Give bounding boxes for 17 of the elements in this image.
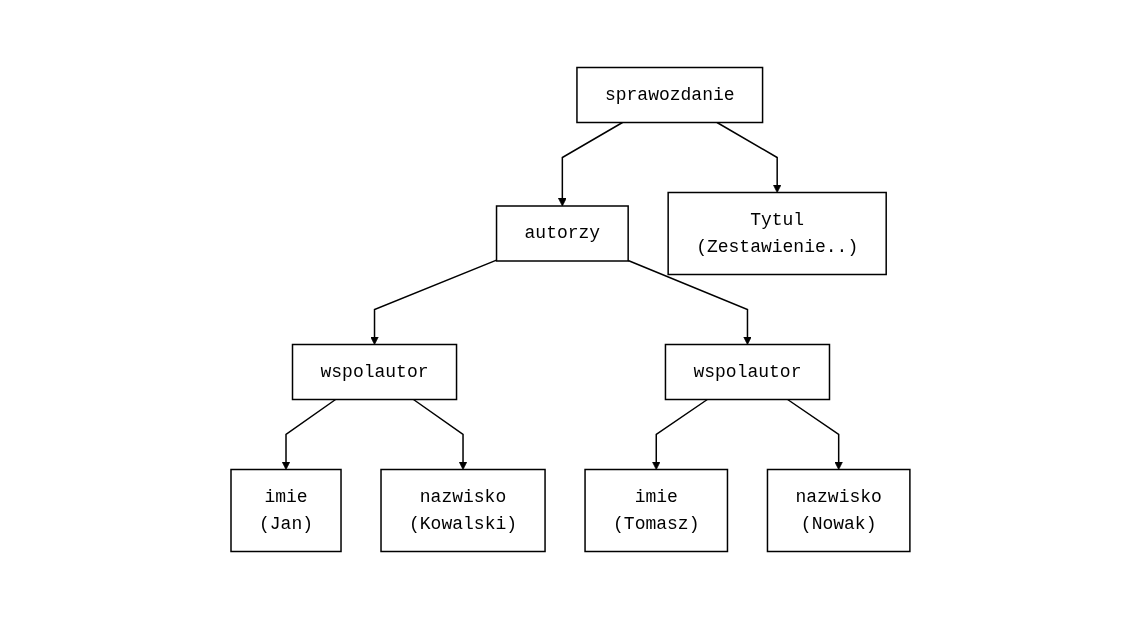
arrow [557, 121, 623, 207]
node-box: wspolautor [291, 343, 457, 401]
arrow [626, 259, 752, 345]
arrow [412, 398, 467, 470]
arrow [715, 121, 782, 193]
arrow [651, 398, 708, 470]
node-box: imie (Jan) [229, 468, 342, 553]
node-box: autorzy [495, 205, 629, 262]
node-box: imie (Tomasz) [583, 468, 728, 553]
node-box: nazwisko (Nowak) [766, 468, 911, 553]
arrow [369, 259, 497, 345]
arrow [281, 398, 336, 470]
node-box: Tytul (Zestawienie..) [666, 191, 887, 276]
arrow [786, 398, 843, 470]
node-box: sprawozdanie [575, 66, 763, 124]
node-box: wspolautor [664, 343, 830, 401]
node-box: nazwisko (Kowalski) [379, 468, 546, 553]
